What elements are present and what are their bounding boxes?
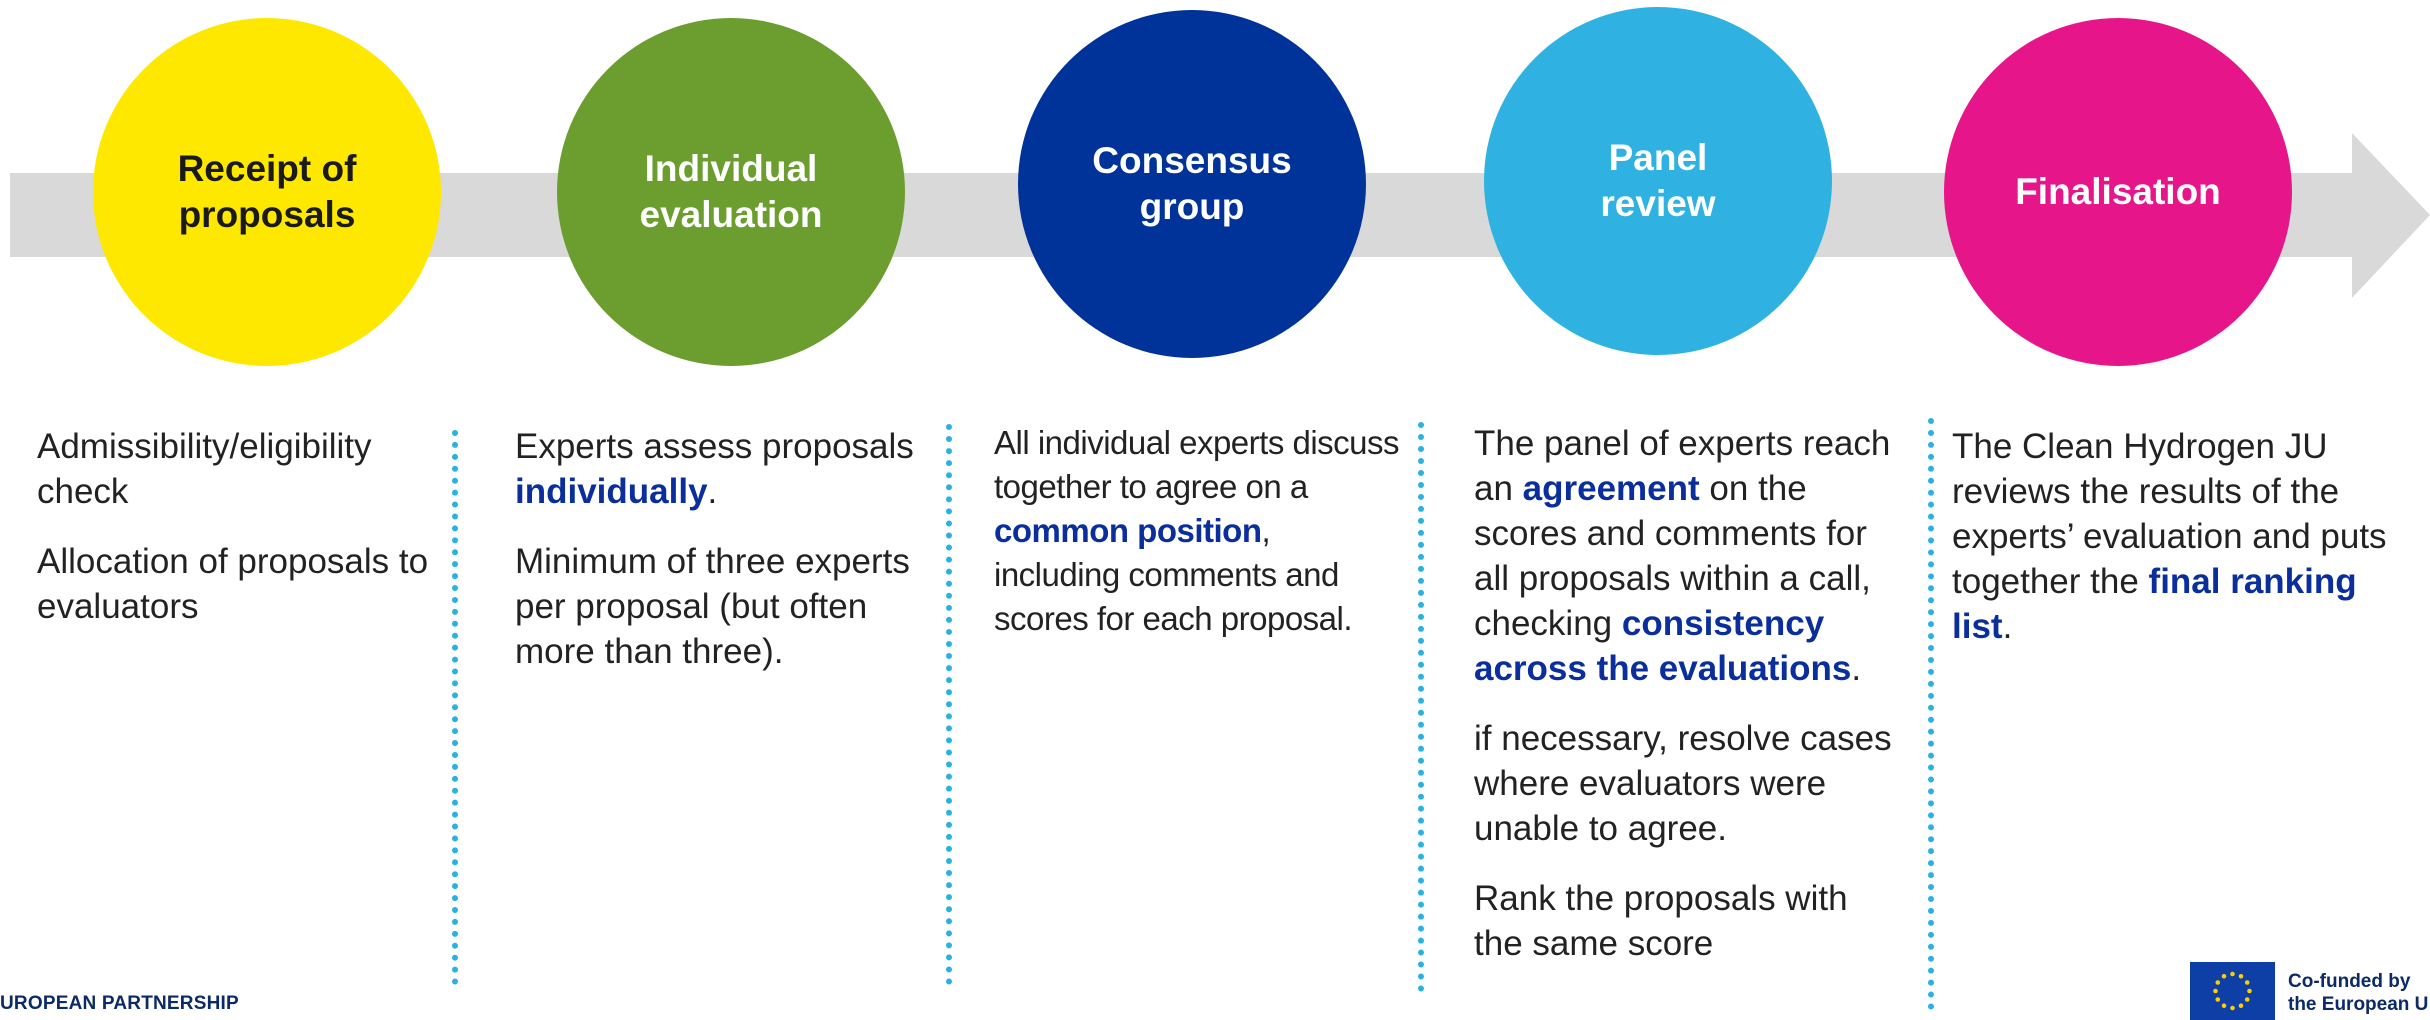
divider-3 <box>1418 422 1424 992</box>
step-description-consensus-group: All individual experts discuss together … <box>994 421 1404 666</box>
eu-star <box>2215 980 2221 985</box>
description-paragraph: Allocation of proposals to evaluators <box>37 539 437 629</box>
eu-star <box>2244 997 2250 1002</box>
description-text: . <box>707 472 718 511</box>
eu-star <box>2238 1003 2244 1009</box>
step-description-individual-evaluation: Experts assess proposals individually. Mi… <box>515 424 935 699</box>
eu-star <box>2221 973 2227 979</box>
description-text: , including comments and scores for each… <box>994 512 1353 637</box>
description-paragraph: The panel of experts reach an agreement … <box>1474 421 1904 691</box>
description-text: . <box>2002 607 2013 646</box>
description-paragraph: Admissibility/eligibility check <box>37 424 437 514</box>
step-label-finalisation: Finalisation <box>2015 171 2221 212</box>
step-description-finalisation: The Clean Hydrogen JU reviews the result… <box>1952 424 2392 674</box>
step-circle-finalisation: Finalisation <box>1944 18 2292 366</box>
eu-star <box>2213 988 2218 994</box>
description-paragraph: All individual experts discuss together … <box>994 421 1404 641</box>
eu-star <box>2215 997 2221 1002</box>
eu-flag-icon <box>2190 962 2275 1020</box>
eu-star <box>2230 971 2235 977</box>
step-circle-panel-review: Panel review <box>1484 7 1832 355</box>
description-paragraph: Minimum of three experts per proposal (b… <box>515 539 935 674</box>
description-text: if necessary, resolve cases where evalua… <box>1474 719 1892 848</box>
eu-star <box>2238 973 2244 979</box>
description-paragraph: The Clean Hydrogen JU reviews the result… <box>1952 424 2392 649</box>
description-text: Allocation of proposals to evaluators <box>37 542 429 626</box>
step-label-individual-evaluation: Individual evaluation <box>639 148 823 235</box>
emphasis-text: agreement <box>1522 469 1700 508</box>
description-text: on the scores and comments for all propo… <box>1474 469 1871 643</box>
description-text: Experts assess proposals <box>515 427 914 466</box>
step-circle-individual-evaluation: Individual evaluation <box>557 18 905 366</box>
description-paragraph: Experts assess proposals individually. <box>515 424 935 514</box>
step-circle-receipt: Receipt of proposals <box>93 18 441 366</box>
description-text: . <box>1851 649 1862 688</box>
divider-4 <box>1928 418 1934 1010</box>
description-paragraph: if necessary, resolve cases where evalua… <box>1474 716 1904 851</box>
description-text: The panel of experts reach an <box>1474 424 1891 508</box>
footer-partnership-text: UROPEAN PARTNERSHIP <box>0 993 239 1014</box>
emphasis-text: consistency across the evaluations <box>1474 604 1852 688</box>
step-label-consensus-group: Consensus group <box>1092 140 1292 227</box>
step-description-panel-review: The panel of experts reach an agreement … <box>1474 421 1904 991</box>
description-text: All individual experts discuss together … <box>994 424 1400 505</box>
description-text: Admissibility/eligibility check <box>37 427 372 511</box>
eu-star <box>2221 1003 2227 1009</box>
description-text: Minimum of three experts per proposal (b… <box>515 542 910 671</box>
arrow-head <box>2352 133 2430 298</box>
eu-cofunded-text: Co-funded by the European U <box>2288 971 2429 1015</box>
description-text: The Clean Hydrogen JU reviews the result… <box>1952 427 2387 601</box>
emphasis-text: common position <box>994 512 1262 549</box>
step-label-panel-review: Panel review <box>1600 137 1716 224</box>
eu-star <box>2230 1005 2235 1011</box>
emphasis-text: final ranking list <box>1952 562 2357 646</box>
emphasis-text: individually <box>515 472 708 511</box>
step-circle-consensus-group: Consensus group <box>1018 10 1366 358</box>
eu-star <box>2247 988 2252 994</box>
description-paragraph: Rank the proposals with the same score <box>1474 876 1904 966</box>
step-label-receipt: Receipt of proposals <box>177 148 357 235</box>
description-text: Rank the proposals with the same score <box>1474 879 1848 963</box>
divider-2 <box>946 424 952 985</box>
divider-1 <box>452 430 458 985</box>
eu-star <box>2244 980 2250 985</box>
